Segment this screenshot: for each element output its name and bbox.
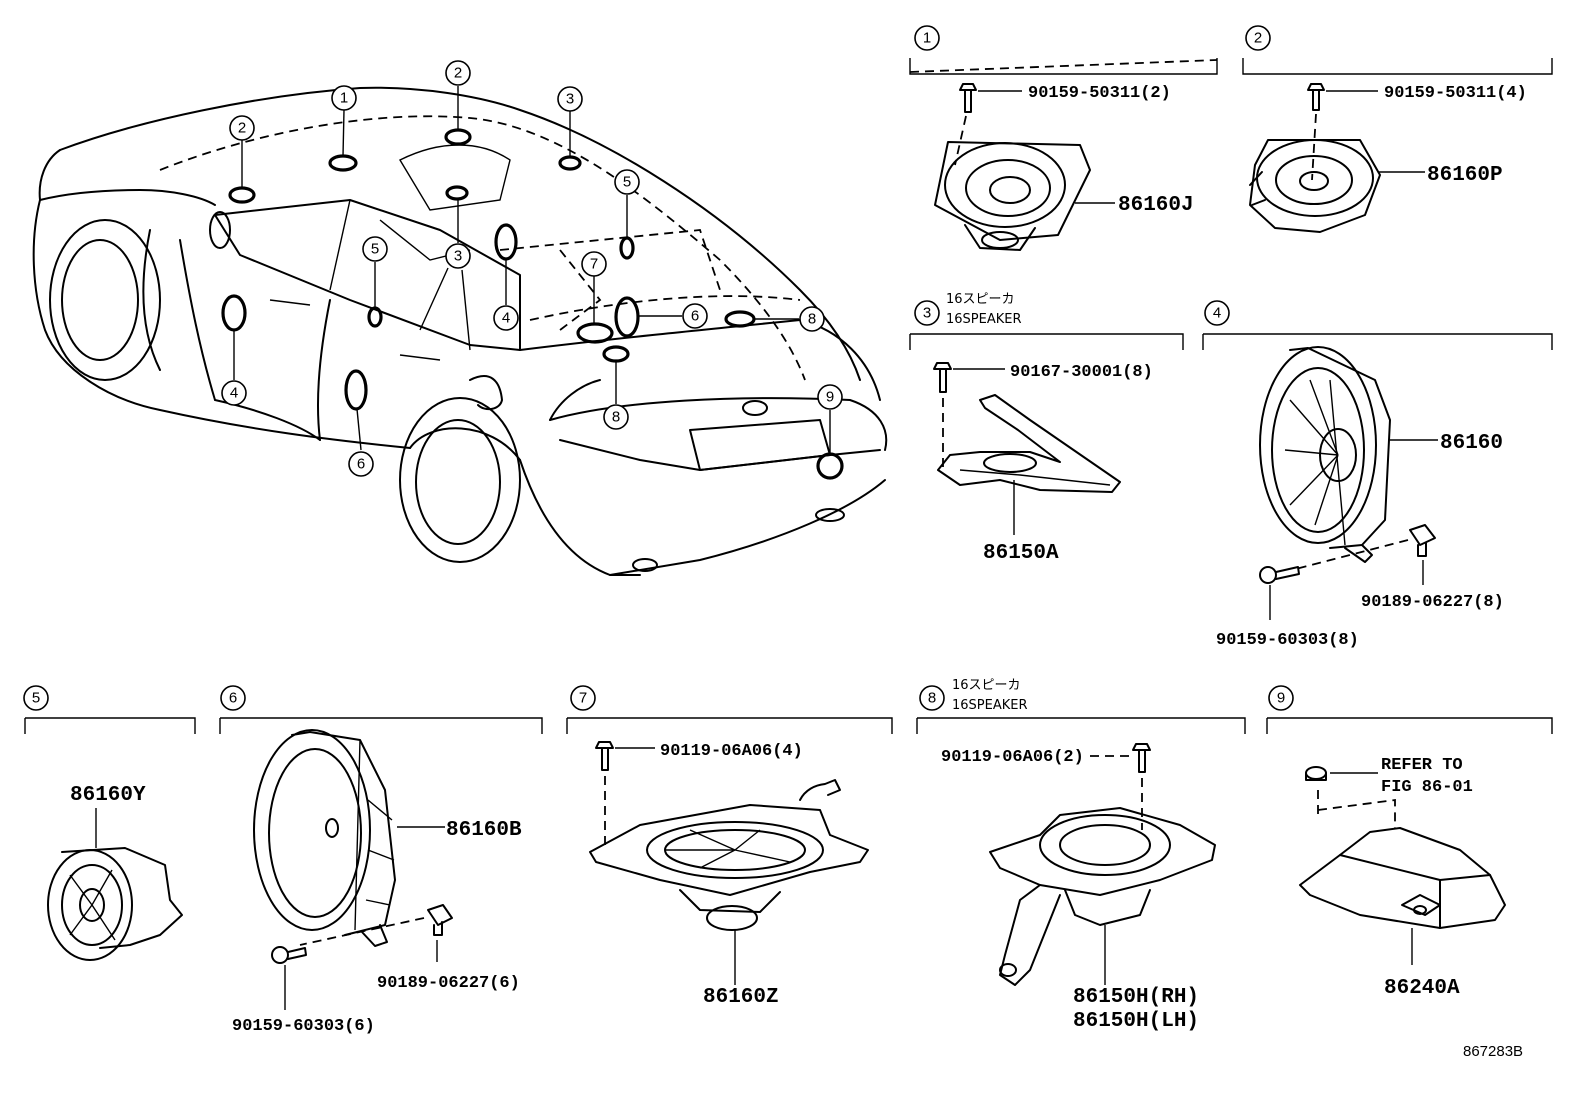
panel-7: 7 90119-06A06(4) 86160Z [566,685,893,1009]
label-text: 7 [579,690,587,707]
callout-4-front: 4 [221,380,247,406]
tweeter-86160y-icon [47,847,183,961]
label-text: 6 [229,690,237,707]
callout-1: 1 [331,85,357,111]
screw-icon [1132,743,1151,773]
label-text: 3 [566,91,574,108]
label-text: 86160 [1440,432,1503,455]
label-text: 16スピーカ [952,678,1021,693]
label-text: REFER TO [1381,756,1463,775]
screw-icon [595,741,614,771]
callout-3-rear: 3 [557,86,583,112]
label-text: 90159-50311(4) [1384,84,1527,103]
label-text: 3 [923,305,931,322]
car-illustration [32,86,888,576]
panel-6: 6 86160B 90189-06227(6) 90159-60303(6) [219,685,543,1036]
label-text: 4 [502,310,510,327]
label-text: 8 [612,409,620,426]
label-text: 7 [590,256,598,273]
label-text: 9 [826,389,834,406]
screw-icon [271,946,307,964]
callout-8-right: 8 [799,306,825,332]
speaker-86160z-icon [589,779,869,931]
label-text: 2 [454,65,462,82]
label-text: 86160Z [703,986,779,1009]
callout-7: 7 [581,251,607,277]
label-text: 5 [623,174,631,191]
label-text: 90159-60303(6) [232,1017,375,1036]
label-text: 1 [923,30,931,47]
label-text: 16SPEAKER [952,698,1028,713]
callout-4-rear: 4 [493,305,519,331]
label-text: 86240A [1384,977,1460,1000]
label-text: 4 [1213,305,1221,322]
screw-icon [1259,566,1300,584]
callout-6-front: 6 [348,451,374,477]
figure-code: 867283B [1463,1043,1523,1060]
callout-5-rear: 5 [614,169,640,195]
screw-icon [1307,83,1325,111]
clip-icon [1409,524,1436,557]
label-text: 5 [32,690,40,707]
label-text: 6 [691,308,699,325]
label-text: 2 [238,120,246,137]
callout-3-center: 3 [445,243,471,269]
car-callouts: 2 1 2 3 3 5 5 7 4 6 8 4 9 8 6 [221,60,843,477]
speaker-86160j-icon [934,141,1091,251]
panel-4: 4 86160 90189-06227(8) 90159-60303(8) [1202,300,1553,650]
speaker-86160p-icon [1249,139,1381,233]
callout-2-right: 2 [445,60,471,86]
panel-1: 1 90159-50311(2) 86160J [909,25,1218,251]
label-text: 86160Y [70,784,146,807]
label-text: 8 [928,690,936,707]
screw-icon [959,83,977,113]
panel-2: 2 90159-50311(4) 86160P [1242,25,1553,233]
speaker-86160-icon [1259,346,1391,563]
callout-6-rear: 6 [682,303,708,329]
panel-9: 9 REFER TO FIG 86-01 86240A [1266,685,1553,1000]
label-text: 86160B [446,819,522,842]
panel-8: 8 16スピーカ 16SPEAKER 90119-06A06(2) 86150H… [916,678,1246,1033]
callout-2-left: 2 [229,115,255,141]
label-text: 90167-30001(8) [1010,363,1153,382]
label-text: 86150H(RH) [1073,986,1199,1009]
clip-icon [427,904,453,936]
label-text: 86160J [1118,194,1194,217]
label-text: 4 [230,385,238,402]
label-text: 8 [808,311,816,328]
label-text: 86150A [983,542,1059,565]
label-text: 1 [340,90,348,107]
screw-icon [933,362,952,393]
label-text: 2 [1254,30,1262,47]
speaker-86150h-icon [989,807,1216,986]
label-text: 90159-50311(2) [1028,84,1171,103]
amplifier-86240a-icon [1299,827,1506,929]
panel-3: 3 16スピーカ 16SPEAKER 90167-30001(8) 86150A [909,292,1184,565]
label-text: 3 [454,248,462,265]
label-text: 86150H(LH) [1073,1010,1199,1033]
label-text: 9 [1277,690,1285,707]
label-text: 16スピーカ [946,292,1015,307]
label-text: FIG 86-01 [1381,778,1473,797]
label-text: 90189-06227(8) [1361,593,1504,612]
bolt-icon [1305,766,1327,781]
callout-9: 9 [817,384,843,410]
label-text: 90119-06A06(2) [941,748,1084,767]
label-text: 6 [357,456,365,473]
label-text: 90159-60303(8) [1216,631,1359,650]
label-text: 90119-06A06(4) [660,742,803,761]
label-text: 5 [371,241,379,258]
panel-5: 5 86160Y [23,685,196,961]
label-text: 86160P [1427,164,1503,187]
label-text: 16SPEAKER [946,312,1022,327]
tweeter-bracket-86150a-icon [937,394,1121,493]
callout-5-front: 5 [362,236,388,262]
label-text: 90189-06227(6) [377,974,520,993]
callout-8-bottom: 8 [603,404,629,430]
speaker-86160b-icon [253,729,396,947]
